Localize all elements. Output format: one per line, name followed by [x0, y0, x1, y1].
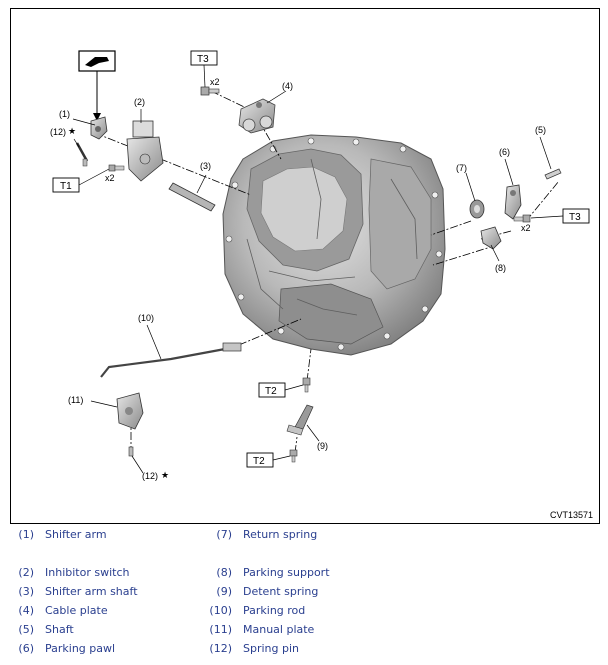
legend-number: (12)	[209, 642, 232, 655]
parking-support-part	[480, 226, 502, 250]
star-marker-top: ★	[68, 126, 76, 136]
spring-pin-bottom	[128, 446, 134, 457]
callout-7: (7)	[456, 163, 467, 173]
legend-part-name: Shaft	[45, 623, 74, 636]
bolt-t2-lower	[289, 449, 298, 463]
torque-leader-t1	[78, 168, 110, 186]
callout-10: (10)	[138, 313, 154, 323]
bolt-t1	[108, 164, 125, 172]
inhibitor-switch-part	[126, 120, 164, 182]
legend-number: (4)	[18, 604, 34, 617]
torque-box-t2-upper: T2	[258, 382, 286, 398]
torque-leader-t3-top	[203, 64, 206, 88]
torque-label: T2	[265, 386, 277, 397]
legend-number: (6)	[18, 642, 34, 655]
torque-box-t3-right: T3	[562, 208, 590, 224]
legend-part-name: Shifter arm shaft	[45, 585, 138, 598]
qty-label-t1: x2	[105, 173, 115, 183]
torque-leader-t2-lower	[272, 455, 291, 461]
bolt-t2-upper	[302, 377, 311, 393]
transmission-case	[222, 134, 446, 356]
torque-label: T2	[253, 456, 265, 467]
legend-part-name: Shifter arm	[45, 528, 107, 541]
shifter-arm-part	[90, 116, 108, 140]
exploded-view-diagram: (1) (2) (3) (4) (5) (6) (7) (8) (9) (10)…	[10, 8, 600, 524]
callout-12-bottom: (12)	[142, 471, 158, 481]
legend-number: (10)	[209, 604, 232, 617]
diagram-svg: (1) (2) (3) (4) (5) (6) (7) (8) (9) (10)…	[50, 50, 590, 481]
torque-leader-t2-upper	[284, 384, 304, 391]
legend-number: (7)	[216, 528, 232, 541]
return-spring-part	[469, 199, 485, 219]
torque-label: T3	[569, 212, 581, 223]
callout-1: (1)	[59, 109, 70, 119]
legend-part-name: Inhibitor switch	[45, 566, 130, 579]
qty-label-t3-top: x2	[210, 77, 220, 87]
callout-8: (8)	[495, 263, 506, 273]
callout-9: (9)	[317, 441, 328, 451]
bolt-t3-right	[513, 214, 531, 223]
shaft-part	[544, 168, 562, 180]
legend-part-name: Manual plate	[243, 623, 315, 636]
figure-id: CVT13571	[549, 510, 593, 520]
callout-4: (4)	[282, 81, 293, 91]
callout-12-top: (12)	[50, 127, 66, 137]
parking-pawl-part	[504, 184, 522, 220]
callout-3: (3)	[200, 161, 211, 171]
legend-part-name: Cable plate	[45, 604, 108, 617]
arrow-head	[93, 113, 101, 121]
detent-spring-part	[286, 404, 314, 436]
callout-5: (5)	[535, 125, 546, 135]
legend-number: (1)	[18, 528, 34, 541]
legend-number: (5)	[18, 623, 34, 636]
legend-part-name: Parking rod	[243, 604, 306, 617]
legend-part-name: Parking pawl	[45, 642, 116, 655]
legend-part-name: Parking support	[243, 566, 330, 579]
leader-lines	[72, 90, 552, 474]
parking-rod-part	[100, 342, 242, 378]
callout-11: (11)	[68, 395, 83, 405]
hand-tool-icon	[78, 50, 116, 72]
torque-box-t3-top: T3	[190, 50, 218, 66]
qty-label-t3-right: x2	[521, 223, 531, 233]
manual-plate-part	[116, 392, 144, 430]
torque-leader-t3-right	[530, 215, 564, 219]
legend-part-name: Detent spring	[243, 585, 319, 598]
torque-label: T1	[60, 181, 72, 192]
legend-number: (11)	[209, 623, 232, 636]
callout-6: (6)	[499, 147, 510, 157]
callout-2: (2)	[134, 97, 145, 107]
torque-label: T3	[197, 54, 209, 65]
star-marker-bottom: ★	[161, 470, 169, 480]
legend-number: (3)	[18, 585, 34, 598]
torque-box-t1: T1	[52, 177, 80, 193]
cable-plate-part	[238, 98, 276, 134]
shifter-arm-shaft-part	[168, 182, 216, 212]
legend-number: (8)	[216, 566, 232, 579]
legend-number: (2)	[18, 566, 34, 579]
legend-number: (9)	[216, 585, 232, 598]
legend-part-name: Spring pin	[243, 642, 300, 655]
torque-box-t2-lower: T2	[246, 452, 274, 468]
legend-part-name: Return spring	[243, 528, 318, 541]
